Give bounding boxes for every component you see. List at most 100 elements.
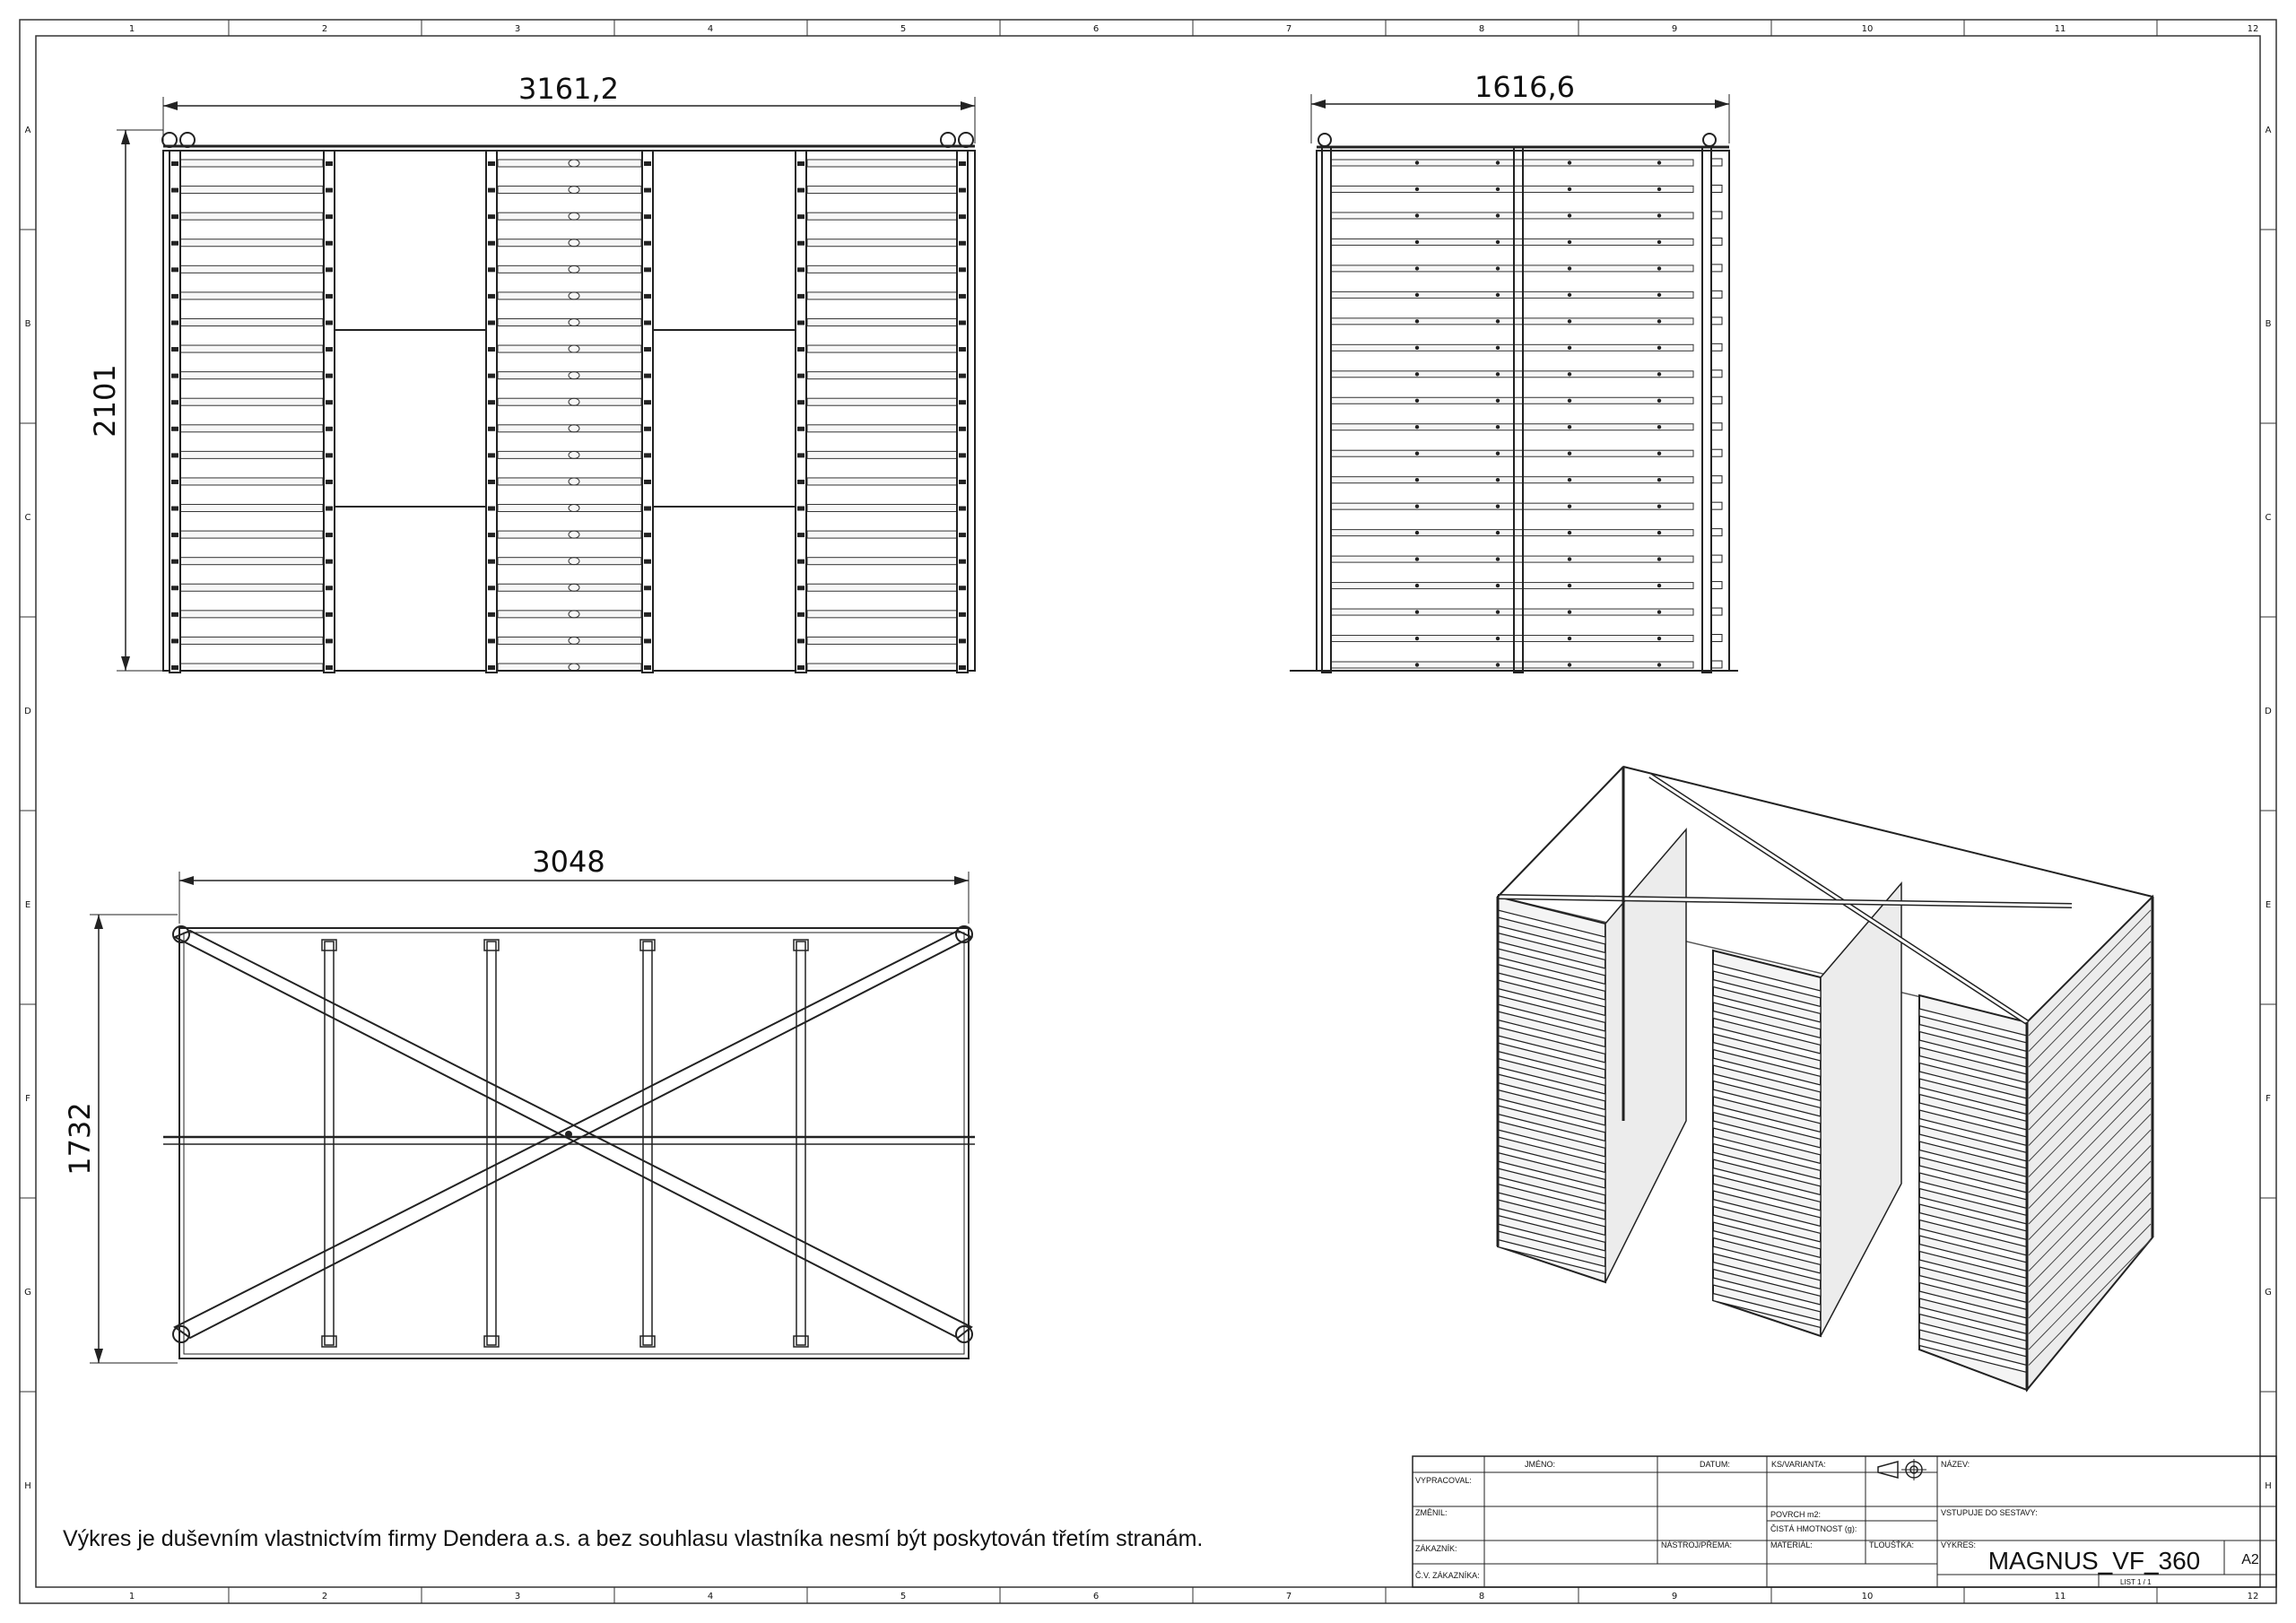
- side-slat: [2028, 1035, 2152, 1162]
- side-slat: [2028, 1051, 2152, 1177]
- shelf-bracket: [797, 347, 804, 352]
- shelf-bracket: [171, 586, 178, 591]
- zone-column-label: 6: [1093, 1592, 1099, 1601]
- shelf-pin: [1567, 530, 1572, 535]
- shelf-board: [178, 344, 324, 353]
- shelf-bracket: [797, 187, 804, 193]
- shelf-bracket: [488, 320, 495, 325]
- shelf-pin: [1495, 213, 1500, 218]
- shelf-pin: [1567, 504, 1572, 508]
- shelf-bracket: [959, 479, 966, 484]
- shelf-pin: [1414, 239, 1420, 245]
- shelf-board: [1712, 1151, 1822, 1187]
- shelf-pin: [1495, 451, 1500, 456]
- shelf-pin: [1495, 266, 1500, 271]
- shelf-bracket: [488, 400, 495, 405]
- shelf-bracket: [326, 320, 333, 325]
- zone-row-label: E: [2266, 900, 2271, 910]
- shelf-bracket: [797, 400, 804, 405]
- shelf-pin: [1495, 372, 1500, 377]
- shelf-bracket: [171, 426, 178, 431]
- shelf-pin: [1414, 477, 1420, 482]
- frame-post: [796, 941, 806, 1346]
- zone-column-label: 12: [2248, 24, 2259, 34]
- shelf-bracket: [959, 426, 966, 431]
- label-zakaznik: ZÁKAZNÍK:: [1415, 1544, 1457, 1553]
- shelf-bracket: [171, 559, 178, 564]
- shelf-bracket: [171, 373, 178, 378]
- shelf-bracket: [326, 161, 333, 166]
- zone-row-label: G: [24, 1288, 31, 1298]
- shelf-pin: [1414, 398, 1420, 403]
- zone-column-label: 10: [1862, 1592, 1874, 1601]
- shelf-pin: [1567, 398, 1572, 403]
- shelf-pin: [1657, 161, 1662, 165]
- side-slat: [2028, 1239, 2152, 1366]
- shelf-board: [1330, 185, 1694, 193]
- shelf-pin: [1414, 663, 1420, 667]
- shelf-pin: [1657, 266, 1662, 271]
- shelf-board: [1712, 1229, 1822, 1266]
- shelf-board: [178, 450, 324, 459]
- zone-column-label: 12: [2248, 1592, 2259, 1601]
- shelf-bracket: [326, 612, 333, 617]
- label-vstupuje: VSTUPUJE DO SESTAVY:: [1941, 1508, 2038, 1517]
- zone-row-label: H: [2265, 1481, 2272, 1491]
- shelf-bracket: [644, 187, 651, 193]
- shelf-pin: [1495, 319, 1500, 324]
- shelf-bracket: [488, 612, 495, 617]
- shelf-bracket: [959, 320, 966, 325]
- shelf-pin: [1414, 583, 1420, 588]
- post-cap: [321, 1335, 337, 1348]
- shelf-pin: [1495, 187, 1500, 192]
- front-width-dimension: 3161,2: [518, 72, 619, 106]
- zone-column-label: 9: [1672, 24, 1677, 34]
- shelf-pin: [1414, 292, 1420, 298]
- side-slat: [2028, 1192, 2152, 1319]
- shelf-board: [1712, 1261, 1822, 1298]
- shelf-board: [1712, 1120, 1822, 1156]
- shelf-bracket: [488, 214, 495, 220]
- shelf-bracket: [171, 347, 178, 352]
- shelf-pin: [1414, 610, 1420, 614]
- label-nastroj: NÁSTROJ/PŘEMA:: [1661, 1541, 1732, 1549]
- shelf-pin: [1567, 319, 1572, 324]
- shelf-latch: [1710, 290, 1723, 299]
- shelf-board: [1712, 1010, 1822, 1046]
- post-cap: [793, 939, 809, 951]
- label-povrch: POVRCH m2:: [1770, 1510, 1821, 1519]
- post-cap: [639, 939, 656, 951]
- shelf-bracket: [797, 559, 804, 564]
- shelf-bracket: [171, 638, 178, 644]
- paper-format: A2: [2241, 1552, 2259, 1567]
- outer-border: [19, 19, 2277, 1604]
- shelf-bracket: [959, 533, 966, 538]
- inner-border: [35, 35, 2261, 1588]
- shelf-board: [1712, 1041, 1822, 1078]
- side-slat: [2028, 1176, 2152, 1303]
- zone-column-label: 6: [1093, 24, 1099, 34]
- side-slat: [2028, 1098, 2152, 1225]
- shelf-pin: [1414, 557, 1420, 561]
- shelf-pin: [1657, 345, 1662, 351]
- shelf-pin: [1495, 583, 1500, 588]
- shelf-board: [1330, 635, 1694, 643]
- shelf-board: [806, 371, 961, 380]
- shelf-latch: [1710, 158, 1723, 167]
- shelf-bracket: [644, 267, 651, 273]
- copyright-notice: Výkres je duševním vlastnictvím firmy De…: [63, 1526, 1204, 1551]
- shelf-bracket: [488, 426, 495, 431]
- shelf-board: [178, 159, 324, 168]
- shelf-bracket: [326, 453, 333, 458]
- shelf-board: [1712, 978, 1822, 1015]
- shelf-bracket: [644, 479, 651, 484]
- shelf-bracket: [488, 267, 495, 273]
- shelf-bracket: [959, 586, 966, 591]
- shelf-bracket: [488, 506, 495, 511]
- shelf-bracket: [326, 426, 333, 431]
- shelf-board: [1330, 608, 1694, 616]
- shelf-board: [1712, 1104, 1822, 1141]
- zone-column-label: 3: [515, 24, 520, 34]
- shelf-board: [806, 344, 961, 353]
